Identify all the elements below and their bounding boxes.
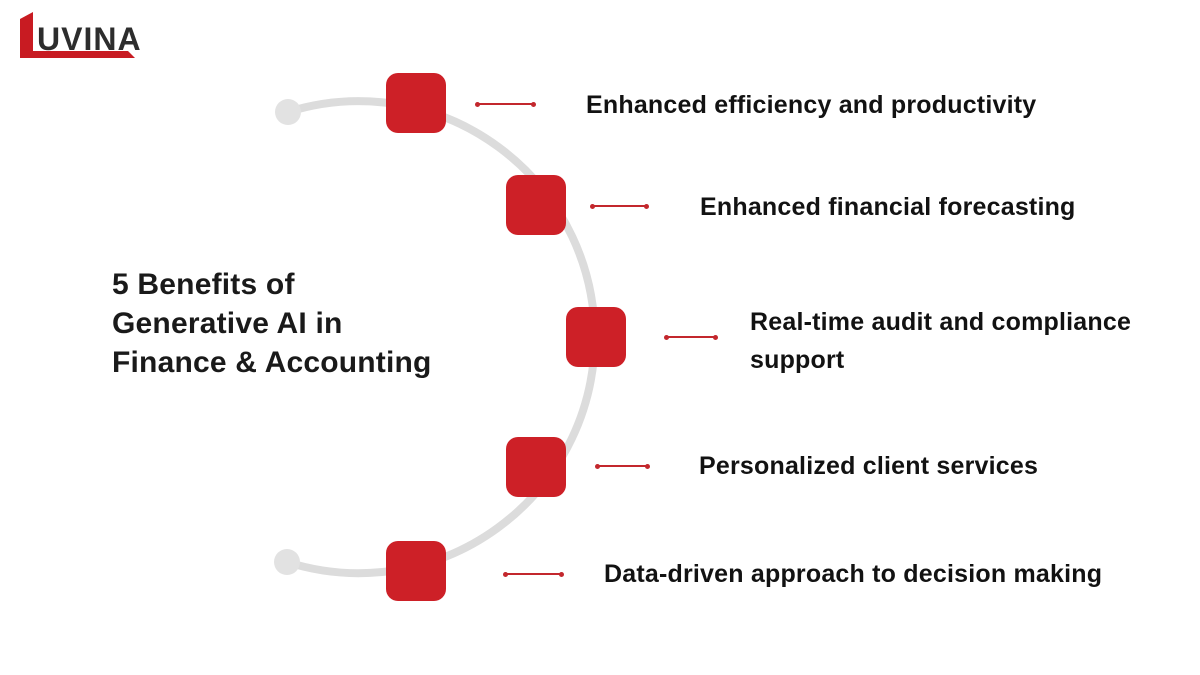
- page-title-line-2: Generative AI in: [112, 307, 343, 340]
- connector-line-4: [595, 463, 650, 469]
- benefit-node-4: [506, 437, 566, 497]
- connector-line-2: [590, 203, 649, 209]
- luvina-logo-graphic: UVINA: [20, 12, 142, 58]
- connector-line-3: [664, 334, 718, 340]
- page-title-line-3: Finance & Accounting: [112, 346, 432, 379]
- benefit-node-1: [386, 73, 446, 133]
- benefit-label-4: Personalized client services: [699, 452, 1039, 480]
- logo-text: UVINA: [37, 21, 142, 57]
- luvina-logo: UVINA: [14, 9, 144, 61]
- benefit-label-5: Data-driven approach to decision making: [604, 560, 1103, 588]
- benefit-label-3: Real-time audit and compliance support: [750, 308, 1132, 374]
- logo-l-stem-shape: [20, 12, 33, 53]
- benefit-label-1: Enhanced efficiency and productivity: [586, 91, 1037, 119]
- benefit-label-2: Enhanced financial forecasting: [700, 193, 1076, 221]
- benefit-node-3: [566, 307, 626, 367]
- arc-end-dot-top: [275, 99, 301, 125]
- benefit-node-5: [386, 541, 446, 601]
- page-title-line-1: 5 Benefits of: [112, 268, 295, 301]
- benefit-node-2: [506, 175, 566, 235]
- page-title: 5 Benefits of Generative AI in Finance &…: [112, 265, 432, 382]
- connector-line-1: [475, 101, 536, 107]
- arc-end-dot-bottom: [274, 549, 300, 575]
- connector-line-5: [503, 571, 564, 577]
- logo-underline-shape: [20, 51, 135, 58]
